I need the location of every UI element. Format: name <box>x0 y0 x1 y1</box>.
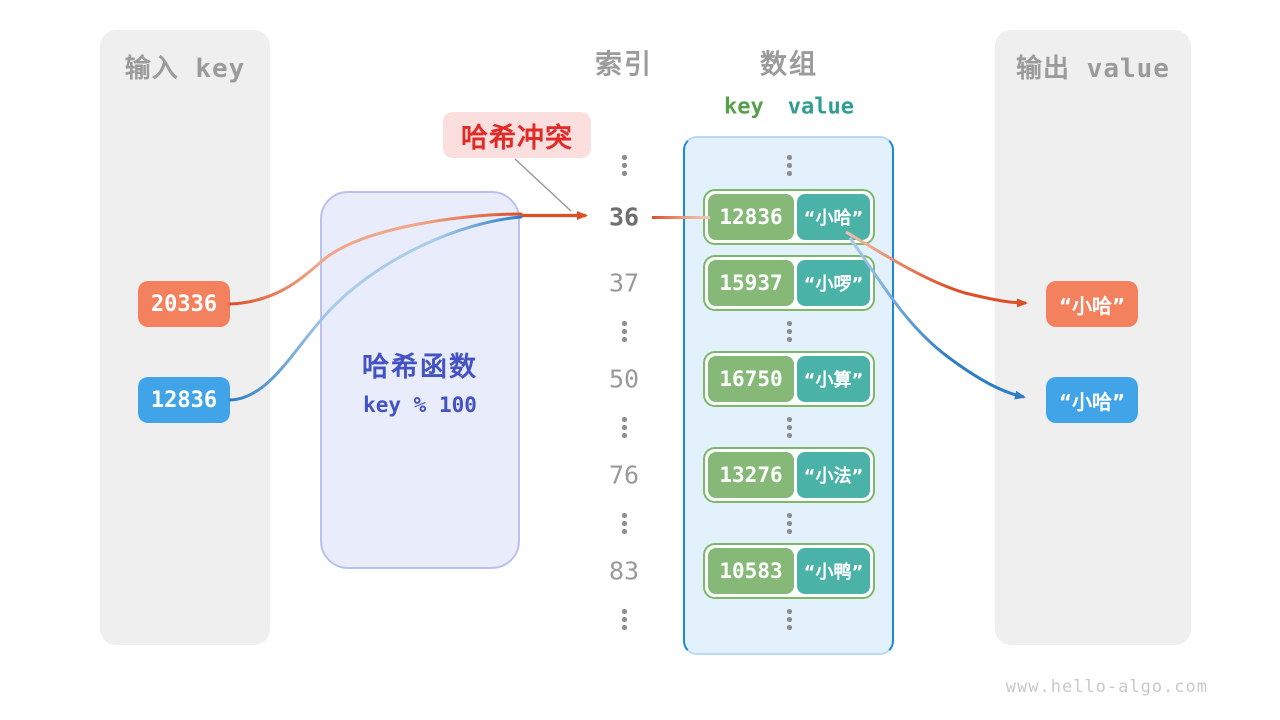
input-key-chip-2: 12836 <box>138 377 230 423</box>
index-column-title: 索引 <box>595 49 653 81</box>
input-key-chip-1: 20336 <box>138 281 230 327</box>
hash-function-box: 哈希函数 key % 100 <box>320 191 520 569</box>
array-kv-header: key value <box>689 95 889 120</box>
index-value-76: 76 <box>608 460 640 490</box>
array-row-1-key: 12836 <box>708 194 794 240</box>
output-panel-title: 输出 value <box>1016 54 1170 84</box>
vertical-ellipsis-icon <box>622 321 627 342</box>
array-row-1-value: “小哈” <box>797 194 870 240</box>
array-row-4-key: 13276 <box>708 452 794 498</box>
hash-function-formula: key % 100 <box>363 393 477 417</box>
vertical-ellipsis-icon <box>622 609 627 630</box>
vertical-ellipsis-icon <box>787 417 792 438</box>
collision-pointer-line <box>514 158 572 212</box>
index-value-50: 50 <box>608 364 640 394</box>
vertical-ellipsis-icon <box>787 155 792 176</box>
array-row-1: 12836 “小哈” <box>703 189 875 245</box>
array-row-2-key: 15937 <box>708 260 794 306</box>
array-row-3: 16750 “小算” <box>703 351 875 407</box>
array-row-2: 15937 “小啰” <box>703 255 875 311</box>
vertical-ellipsis-icon <box>787 321 792 342</box>
output-value-chip-2: “小哈” <box>1046 377 1138 423</box>
hash-collision-label: 哈希冲突 <box>443 112 591 158</box>
input-panel-title: 输入 key <box>124 54 246 84</box>
array-row-3-value: “小算” <box>797 356 870 402</box>
value-header-label: value <box>787 94 854 120</box>
array-row-4: 13276 “小法” <box>703 447 875 503</box>
index-value-36: 36 <box>608 202 640 232</box>
array-row-5-value: “小鸭” <box>797 548 870 594</box>
hash-function-name: 哈希函数 <box>362 352 478 383</box>
vertical-ellipsis-icon <box>622 155 627 176</box>
array-row-4-value: “小法” <box>797 452 870 498</box>
vertical-ellipsis-icon <box>787 513 792 534</box>
vertical-ellipsis-icon <box>622 417 627 438</box>
vertical-ellipsis-icon <box>622 513 627 534</box>
index-value-83: 83 <box>608 556 640 586</box>
output-panel: 输出 value <box>995 30 1191 645</box>
array-row-5-key: 10583 <box>708 548 794 594</box>
array-row-5: 10583 “小鸭” <box>703 543 875 599</box>
website-watermark: www.hello-algo.com <box>1005 677 1208 697</box>
output-value-chip-1: “小哈” <box>1046 281 1138 327</box>
input-panel: 输入 key <box>100 30 270 645</box>
array-row-3-key: 16750 <box>708 356 794 402</box>
vertical-ellipsis-icon <box>787 609 792 630</box>
key-header-label: key <box>724 94 764 120</box>
array-row-2-value: “小啰” <box>797 260 870 306</box>
array-column-title: 数组 <box>760 49 818 81</box>
index-value-37: 37 <box>608 268 640 298</box>
